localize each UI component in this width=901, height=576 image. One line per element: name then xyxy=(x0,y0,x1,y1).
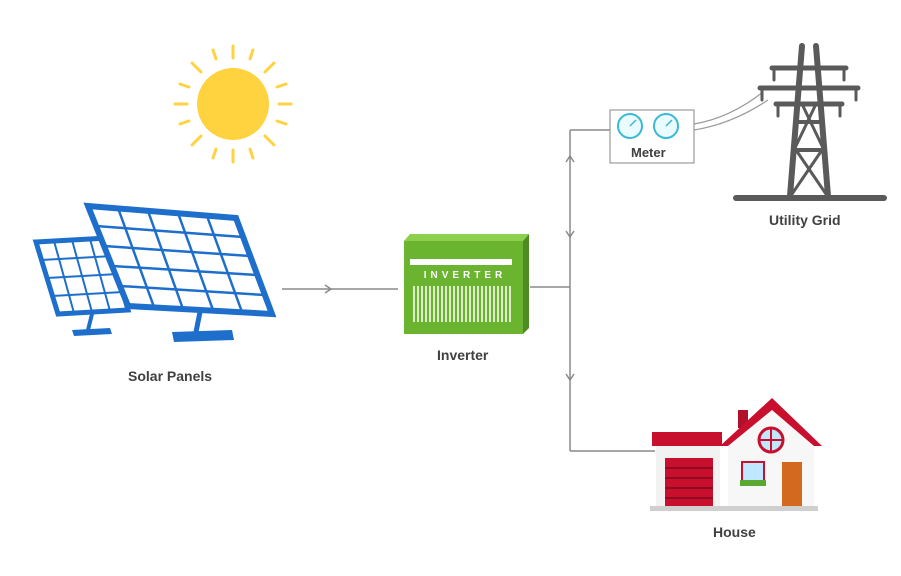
utility-grid-label: Utility Grid xyxy=(769,212,841,228)
meter-label: Meter xyxy=(631,145,666,160)
utility-tower-icon xyxy=(733,43,887,201)
connector-meter-to-grid xyxy=(693,91,769,131)
house-icon xyxy=(650,398,822,511)
meter-icon xyxy=(609,109,695,164)
house-label: House xyxy=(713,524,756,540)
connector-inverter-bus xyxy=(530,129,655,452)
solar-panels-label: Solar Panels xyxy=(128,368,213,384)
connector-panels-to-inverter xyxy=(282,284,398,294)
inverter-label: Inverter xyxy=(437,347,489,363)
inverter-icon xyxy=(404,234,529,334)
sun-icon xyxy=(173,44,293,164)
solar-panel-icon xyxy=(32,202,277,342)
inverter-face-text: INVERTER xyxy=(423,270,507,281)
